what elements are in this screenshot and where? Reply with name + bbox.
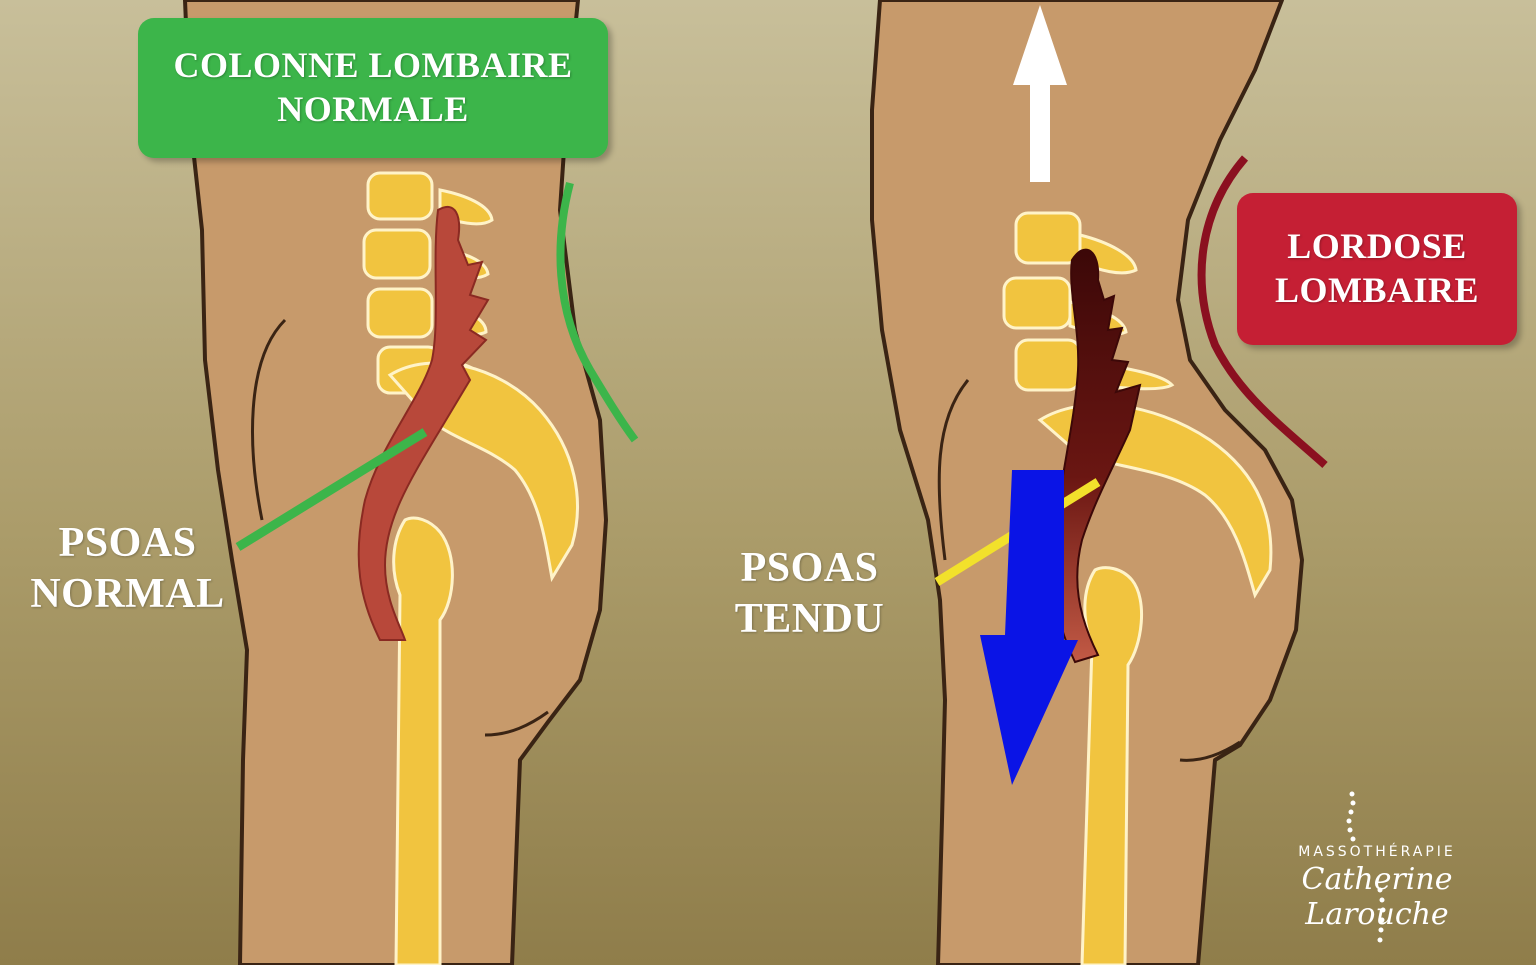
left-figure [183, 0, 639, 965]
left-spine-curve-indicator [556, 181, 639, 443]
psoas-tense-line2: TENDU [734, 596, 885, 643]
brand-name: Catherine Larouche [1301, 862, 1453, 932]
normal-lumbar-title-box: COLONNE LOMBAIRE NORMALE [138, 18, 608, 158]
left-psoas-pointer [235, 428, 428, 551]
pelvic-tilt-up-arrow-icon [1013, 5, 1067, 182]
lordosis-title-line1: LORDOSE [1287, 226, 1467, 267]
normal-lumbar-title: COLONNE LOMBAIRE NORMALE [173, 44, 572, 132]
normal-lumbar-title-line2: NORMALE [277, 89, 469, 129]
lordosis-title-line2: LOMBAIRE [1274, 270, 1480, 310]
spine-dots-icon [1346, 791, 1386, 943]
psoas-normal-label: PSOAS NORMAL [20, 518, 235, 620]
psoas-tense-label: PSOAS TENDU [712, 543, 907, 645]
psoas-tense-line1: PSOAS [740, 545, 879, 591]
lordosis-title: LORDOSE LOMBAIRE [1275, 225, 1479, 313]
right-femur [1080, 566, 1144, 965]
right-psoas-muscle [1051, 248, 1142, 664]
brand-logo: MASSOTHÉRAPIE Catherine Larouche [1252, 790, 1502, 955]
psoas-pull-down-arrow-icon [980, 470, 1078, 785]
left-psoas-muscle [357, 205, 490, 641]
psoas-normal-line1: PSOAS [58, 520, 197, 566]
brand-text: MASSOTHÉRAPIE [1298, 844, 1456, 860]
lordosis-title-box: LORDOSE LOMBAIRE [1237, 193, 1517, 345]
left-femur [392, 516, 454, 965]
right-figure [870, 0, 1328, 965]
left-thigh-crease [484, 710, 549, 737]
psoas-normal-line2: NORMAL [30, 571, 225, 618]
right-thigh-crease [1179, 740, 1241, 762]
normal-lumbar-title-line1: COLONNE LOMBAIRE [173, 45, 573, 86]
right-lordosis-curve-indicator [1197, 155, 1328, 468]
right-buttock-line [937, 379, 970, 561]
left-buttock-line [251, 318, 287, 521]
